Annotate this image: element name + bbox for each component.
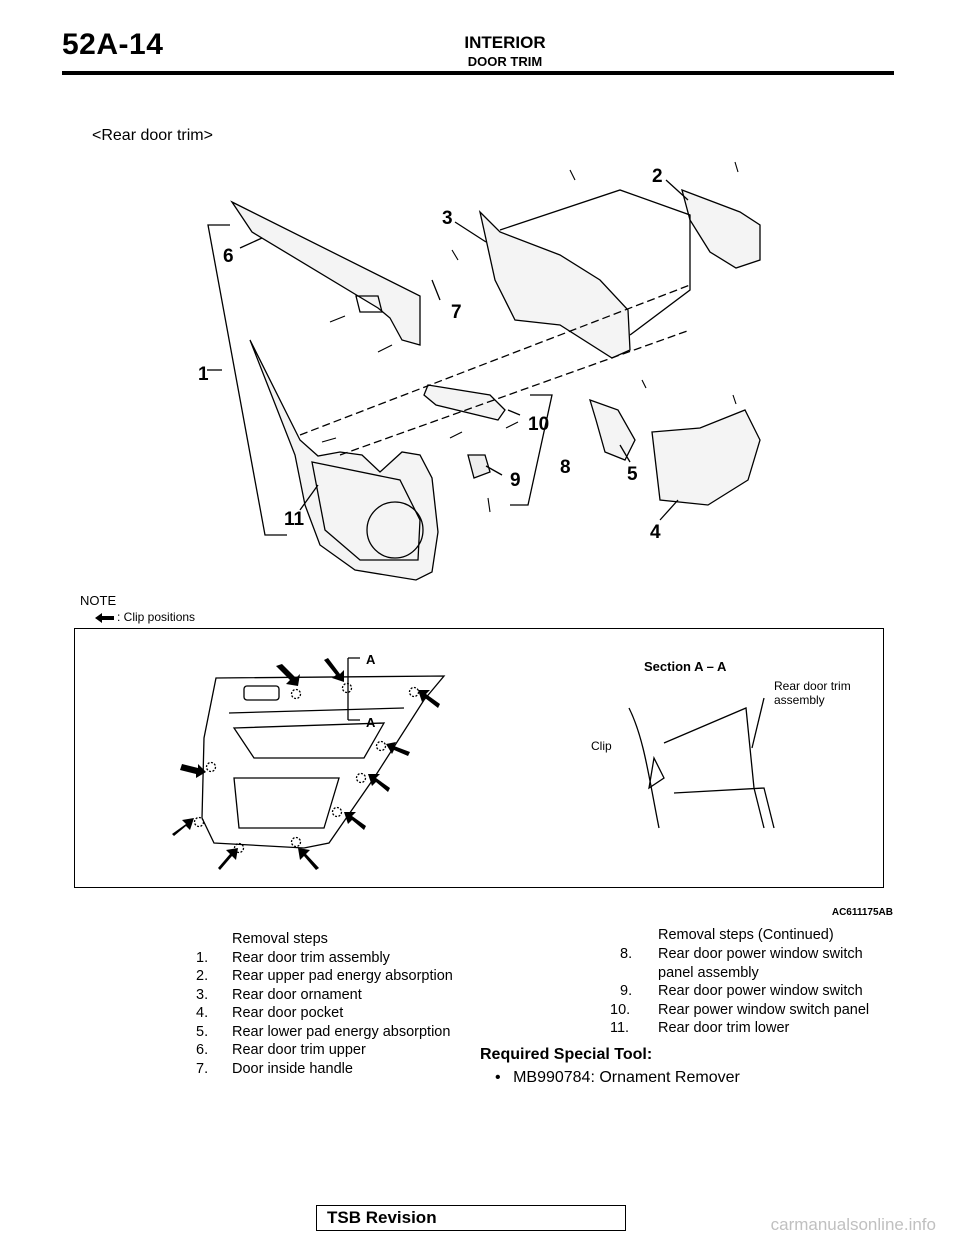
special-tool-heading: Required Special Tool: xyxy=(480,1046,653,1063)
page-number: 52A-14 xyxy=(62,28,164,61)
section-marker-bottom: A xyxy=(366,715,376,730)
special-tool-item: • MB990784: Ornament Remover xyxy=(495,1069,740,1086)
clip-figure-box xyxy=(74,628,884,888)
watermark: carmanualsonline.info xyxy=(770,1215,936,1234)
callout-4: 4 xyxy=(650,522,661,543)
list-item-continuation: panel assembly xyxy=(658,964,759,981)
figure-code: AC611175AB xyxy=(831,907,893,918)
note-label: NOTE xyxy=(80,593,117,608)
bullet-icon: • xyxy=(495,1069,501,1086)
callout-9: 9 xyxy=(510,470,521,491)
note-text: : Clip positions xyxy=(117,610,196,624)
removal-cont-heading: Removal steps (Continued) xyxy=(658,927,834,943)
exploded-diagram: 1 2 3 4 5 6 7 8 9 10 11 xyxy=(198,161,761,581)
removal-heading: Removal steps xyxy=(232,931,328,947)
clip-arrow-icon xyxy=(95,613,114,623)
callout-6: 6 xyxy=(223,246,234,267)
section-subtitle: DOOR TRIM xyxy=(467,54,543,69)
callout-3: 3 xyxy=(442,208,453,229)
clip-figure: A A Section A – A Rear door trim assembl… xyxy=(172,652,851,870)
figure-title: <Rear door trim> xyxy=(92,127,213,144)
callout-1: 1 xyxy=(198,364,209,385)
rear-door-trim-label: Rear door trim xyxy=(774,679,851,693)
callout-7: 7 xyxy=(451,302,462,323)
section-a-a-label: Section A – A xyxy=(644,659,727,674)
section-marker-top: A xyxy=(366,652,376,667)
section-title: INTERIOR xyxy=(464,33,546,52)
callout-5: 5 xyxy=(627,464,638,485)
clip-label: Clip xyxy=(591,739,612,753)
callout-8: 8 xyxy=(560,457,571,478)
header-rule xyxy=(62,71,894,75)
tsb-revision-box: TSB Revision xyxy=(316,1205,626,1231)
callout-11: 11 xyxy=(284,509,305,530)
rear-door-trim-label-line2: assembly xyxy=(774,693,825,707)
callout-10: 10 xyxy=(528,414,549,435)
callout-2: 2 xyxy=(652,166,663,187)
